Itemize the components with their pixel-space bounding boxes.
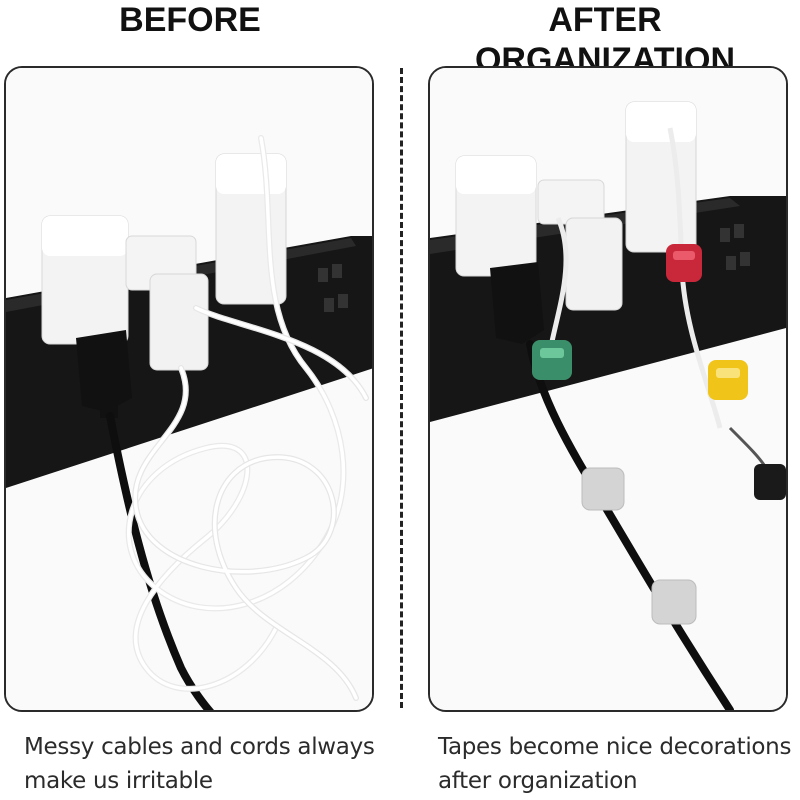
before-caption-line-2: make us irritable — [24, 768, 213, 794]
after-photo — [430, 68, 786, 710]
charger-2 — [537, 179, 605, 225]
before-heading: BEFORE — [119, 1, 261, 39]
cable-clip-black — [754, 464, 786, 500]
before-caption: Messy cables and cords always make us ir… — [24, 730, 384, 798]
after-heading: AFTER ORGANIZATION — [474, 1, 735, 79]
black-plug — [76, 330, 132, 418]
cable-clip-yellow — [708, 360, 748, 400]
charger-1 — [455, 155, 537, 277]
charger-3 — [149, 273, 209, 371]
cable-clip-gray-1 — [581, 467, 625, 511]
cable-clip-gray-2 — [651, 579, 697, 625]
after-caption-line-2: after organization — [438, 768, 638, 794]
before-photo-panel — [4, 66, 374, 712]
before-photo — [6, 68, 372, 710]
charger-4 — [625, 101, 697, 253]
after-caption-line-1: Tapes become nice decorations — [438, 734, 792, 760]
before-caption-line-1: Messy cables and cords always — [24, 734, 375, 760]
charger-1 — [41, 215, 129, 345]
black-plug — [490, 262, 544, 344]
after-caption: Tapes become nice decorations after orga… — [438, 730, 798, 798]
after-photo-panel — [428, 66, 788, 712]
cable-clip-green — [532, 340, 572, 380]
white-cables — [125, 135, 369, 701]
charger-3 — [565, 217, 623, 311]
dashed-divider — [400, 68, 403, 708]
cable-clip-red — [666, 244, 702, 282]
